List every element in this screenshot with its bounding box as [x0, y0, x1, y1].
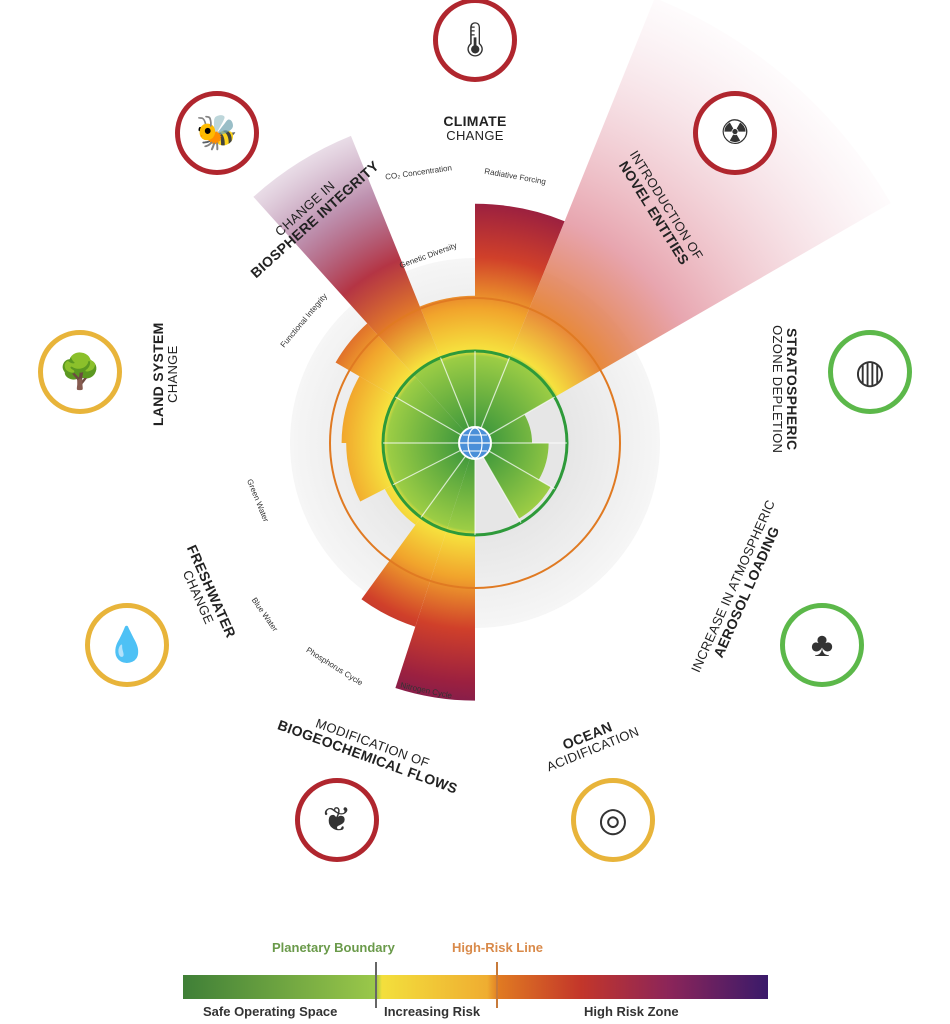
wedge-biogeo-1 — [361, 443, 475, 627]
risk-gradient-bar — [183, 975, 768, 999]
wedge-novel — [475, 0, 891, 443]
legend-safe: Safe Operating Space — [203, 1004, 338, 1019]
high-risk-marker — [496, 962, 498, 1008]
water-drop-icon: 💧 — [85, 603, 169, 687]
legend-increasing: Increasing Risk — [384, 1004, 481, 1019]
high-risk-circle — [329, 297, 621, 589]
wedge-climate-1 — [475, 203, 565, 443]
radiation-chemicals-icon: ☢ — [693, 91, 777, 175]
wedge-biosphere-1 — [253, 135, 475, 444]
wedge-climate-0 — [419, 295, 475, 443]
wedge-biogeo-0 — [395, 443, 475, 701]
biodiversity-icon: 🐝 — [175, 91, 259, 175]
wedge-ocean — [475, 443, 551, 519]
legend-high-zone: High Risk Zone — [584, 1004, 679, 1019]
thermometer-globe-icon: 🌡 — [433, 0, 517, 82]
tree-stump-icon: 🌳 — [38, 330, 122, 414]
wedge-land — [341, 376, 475, 443]
ozone-globe-icon: ◍ — [828, 330, 912, 414]
plants-fish-icon: ❦ — [295, 778, 379, 862]
ocean-ph-icon: ◎ — [571, 778, 655, 862]
legend-planetary-boundary: Planetary Boundary — [272, 940, 395, 955]
factory-smoke-icon: ♣ — [780, 603, 864, 687]
planetary-boundary-marker — [375, 962, 377, 1008]
wedge-freshwater-1 — [346, 443, 475, 502]
globe-icon — [458, 426, 492, 460]
wedge-aerosol — [475, 443, 549, 480]
legend-high-risk-line: High-Risk Line — [452, 940, 544, 955]
